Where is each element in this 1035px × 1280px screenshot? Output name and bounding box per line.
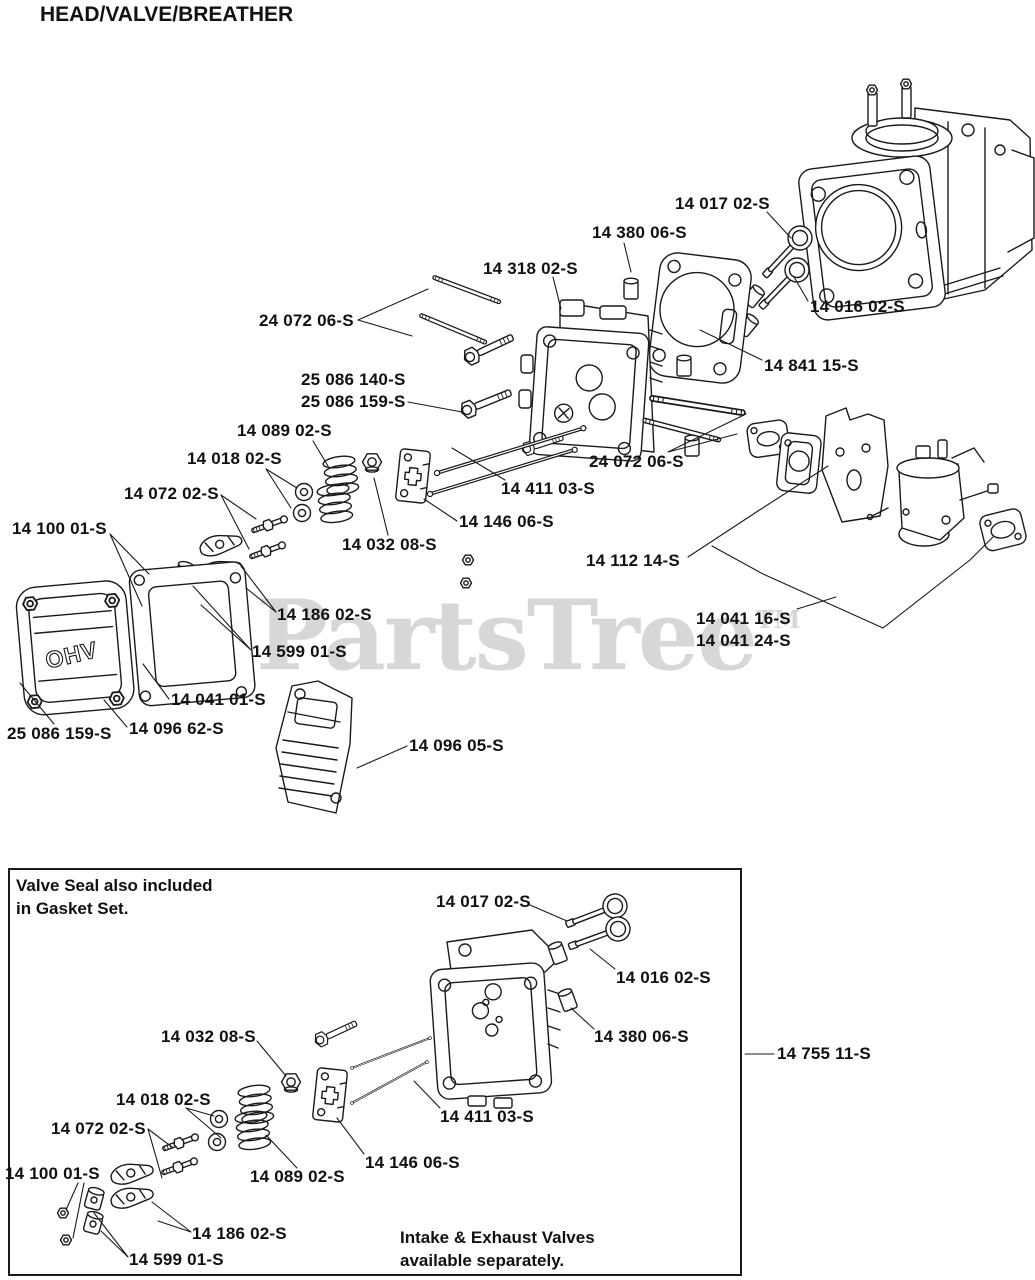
part-label-14-599-01-s[interactable]: 14 599 01-S — [252, 642, 347, 661]
part-label-14-112-14-s[interactable]: 14 112 14-S — [586, 551, 680, 570]
box-part-label-14-186-02-s[interactable]: 14 186 02-S — [192, 1224, 287, 1243]
valves-available-note: Intake & Exhaust Valves available separa… — [400, 1228, 595, 1270]
part-label-24-072-06-s-b[interactable]: 24 072 06-S — [589, 452, 684, 471]
part-label-25-086-159-s-b[interactable]: 25 086 159-S — [7, 724, 112, 743]
part-label-24-072-06-s[interactable]: 24 072 06-S — [259, 311, 354, 330]
part-label-25-086-159-s[interactable]: 25 086 159-S — [301, 392, 406, 411]
box-part-label-14-380-06-s[interactable]: 14 380 06-S — [594, 1027, 689, 1046]
page-title: HEAD/VALVE/BREATHER — [40, 3, 294, 26]
part-label-14-016-02-s[interactable]: 14 016 02-S — [810, 297, 905, 316]
part-label-14-041-16-s[interactable]: 14 041 16-S — [696, 609, 791, 628]
part-label-14-018-02-s[interactable]: 14 018 02-S — [187, 449, 282, 468]
box-part-label-14-017-02-s[interactable]: 14 017 02-S — [436, 892, 531, 911]
box-part-label-14-016-02-s[interactable]: 14 016 02-S — [616, 968, 711, 987]
part-label-14-096-62-s[interactable]: 14 096 62-S — [129, 719, 224, 738]
part-label-14-186-02-s[interactable]: 14 186 02-S — [277, 605, 372, 624]
valve-detail-box — [8, 868, 742, 1276]
valve-seal-note: Valve Seal also included in Gasket Set. — [16, 876, 213, 918]
part-label-14-089-02-s[interactable]: 14 089 02-S — [237, 421, 332, 440]
box-part-label-14-072-02-s[interactable]: 14 072 02-S — [51, 1119, 146, 1138]
part-label-14-032-08-s[interactable]: 14 032 08-S — [342, 535, 437, 554]
part-label-14-841-15-s[interactable]: 14 841 15-S — [764, 356, 859, 375]
box-part-label-14-599-01-s[interactable]: 14 599 01-S — [129, 1250, 224, 1269]
watermark: PartsTreeTM — [256, 580, 800, 684]
box-part-label-14-032-08-s[interactable]: 14 032 08-S — [161, 1027, 256, 1046]
box-part-label-14-100-01-s[interactable]: 14 100 01-S — [5, 1164, 100, 1183]
part-label-14-411-03-s[interactable]: 14 411 03-S — [501, 479, 595, 498]
part-label-14-380-06-s[interactable]: 14 380 06-S — [592, 223, 687, 242]
part-label-25-086-140-s[interactable]: 25 086 140-S — [301, 370, 406, 389]
box-part-label-14-146-06-s[interactable]: 14 146 06-S — [365, 1153, 460, 1172]
cylinder-head-boxed-drawing — [429, 929, 561, 1109]
leader-lines-boxed — [65, 904, 775, 1258]
carburetor-group-drawing — [746, 407, 1027, 552]
head-gasket-drawing — [648, 252, 752, 384]
part-label-14-318-02-s[interactable]: 14 318 02-S — [483, 259, 578, 278]
leader-lines-upper — [19, 211, 994, 769]
breather-cover-drawing — [275, 680, 353, 814]
valves-boxed-drawing — [546, 889, 635, 1013]
part-label-14-096-05-s[interactable]: 14 096 05-S — [409, 736, 504, 755]
part-label-14-072-02-s[interactable]: 14 072 02-S — [124, 484, 219, 503]
part-label-14-755-11-s[interactable]: 14 755 11-S — [777, 1044, 871, 1063]
part-label-14-041-01-s[interactable]: 14 041 01-S — [171, 690, 266, 709]
box-part-label-14-089-02-s[interactable]: 14 089 02-S — [250, 1167, 345, 1186]
cylinder-head-drawing — [518, 299, 663, 462]
part-label-14-017-02-s[interactable]: 14 017 02-S — [675, 194, 770, 213]
watermark-text: PartsTree — [256, 579, 758, 692]
engine-block-drawing — [798, 78, 1035, 321]
valve-cover-drawing: OHV — [15, 561, 256, 716]
part-label-14-100-01-s[interactable]: 14 100 01-S — [12, 519, 107, 538]
box-part-label-14-411-03-s[interactable]: 14 411 03-S — [440, 1107, 534, 1126]
watermark-tm: TM — [755, 605, 801, 634]
part-label-14-146-06-s[interactable]: 14 146 06-S — [459, 512, 554, 531]
box-part-label-14-018-02-s[interactable]: 14 018 02-S — [116, 1090, 211, 1109]
part-label-14-041-24-s[interactable]: 14 041 24-S — [696, 631, 791, 650]
